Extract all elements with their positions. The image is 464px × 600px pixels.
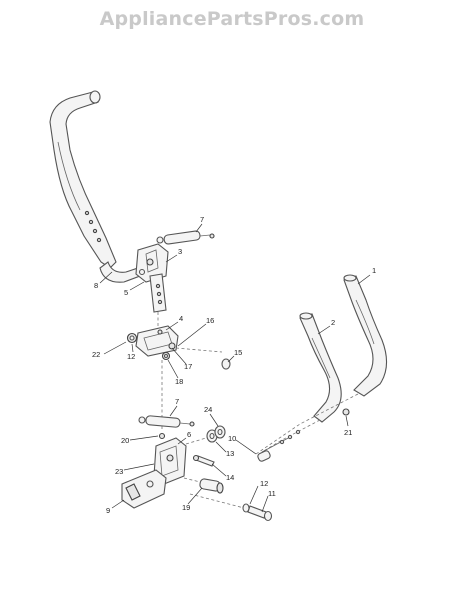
nut-20 <box>158 432 166 440</box>
bushing-10 <box>257 450 271 462</box>
bracket-4 <box>135 325 179 357</box>
callout-10: 10 <box>228 434 236 443</box>
callout-11: 11 <box>268 489 276 498</box>
nut-21 <box>342 408 350 416</box>
damper-lower-7 <box>138 415 195 428</box>
callout-7-upper: 7 <box>200 215 204 224</box>
callout-13: 13 <box>226 449 234 458</box>
lever-1 <box>343 275 388 397</box>
callout-20: 20 <box>121 436 129 445</box>
middle-bracket-assembly <box>126 325 231 370</box>
callout-18: 18 <box>175 377 183 386</box>
callout-9: 9 <box>106 506 110 515</box>
watermark: AppliancePartsPros.com <box>99 8 365 30</box>
lower-bracket-assembly <box>121 415 226 509</box>
callout-12-lower: 12 <box>260 479 268 488</box>
callout-15: 15 <box>234 348 242 357</box>
bolt-head-15 <box>221 358 231 370</box>
callout-24: 24 <box>204 405 212 414</box>
lever-handle-8 <box>49 91 117 269</box>
callout-7-lower: 7 <box>175 397 179 406</box>
damper-upper-7 <box>156 230 215 245</box>
upper-lever-assembly <box>49 90 215 313</box>
callout-3: 3 <box>178 247 182 256</box>
callout-labels: 1 2 3 4 5 6 7 7 8 9 10 11 12 12 13 14 15… <box>92 215 376 515</box>
callout-23: 23 <box>115 467 123 476</box>
right-lever-tubes <box>255 274 388 462</box>
lever-2 <box>299 313 342 423</box>
callout-8: 8 <box>94 281 98 290</box>
callout-16: 16 <box>206 316 214 325</box>
callout-22: 22 <box>92 350 100 359</box>
pivot-bracket-3 <box>135 243 169 283</box>
callout-17: 17 <box>184 362 192 371</box>
callout-5: 5 <box>124 288 128 297</box>
pivot-plate-5 <box>149 273 167 313</box>
callout-14: 14 <box>226 473 234 482</box>
callout-12-mid: 12 <box>127 352 135 361</box>
lever-handle-end <box>89 90 101 104</box>
callout-21: 21 <box>344 428 352 437</box>
callout-1: 1 <box>372 266 376 275</box>
bolt-11 <box>189 493 273 522</box>
leader-lines <box>99 223 371 513</box>
callout-4: 4 <box>179 314 183 323</box>
callout-6: 6 <box>187 430 191 439</box>
callout-2: 2 <box>331 318 335 327</box>
callout-19: 19 <box>182 503 190 512</box>
